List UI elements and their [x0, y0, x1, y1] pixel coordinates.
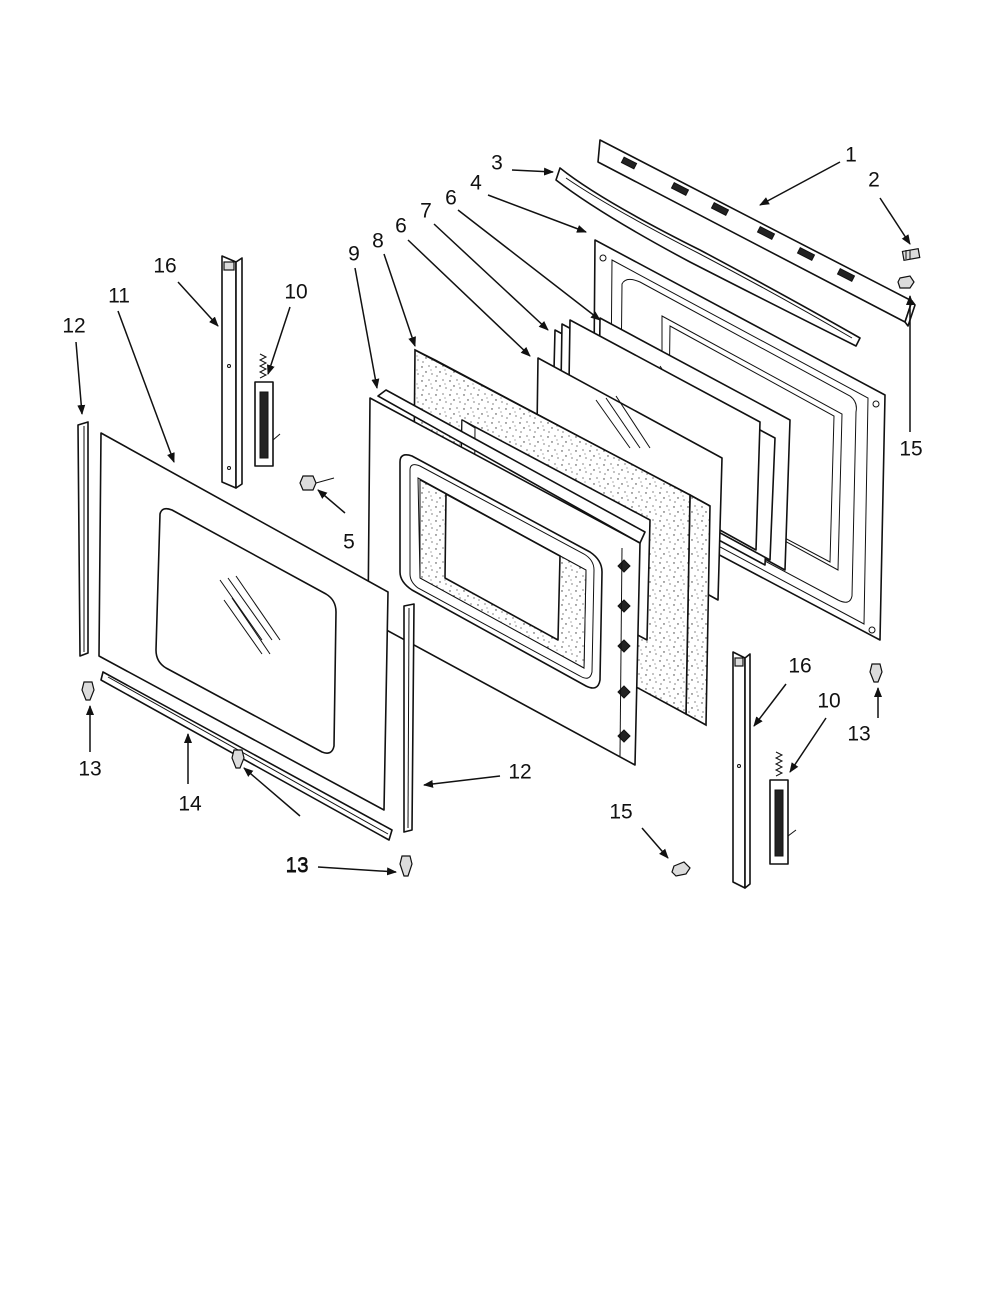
callout-2: 2: [868, 169, 880, 192]
screw-part-13-right: [869, 663, 883, 683]
screw-part-15-lower: [671, 861, 691, 877]
callout-11: 11: [108, 285, 130, 308]
screw-part-13-bottom: [399, 855, 413, 877]
part-9-door-liner: [367, 389, 646, 766]
screw-part-5: [299, 475, 335, 491]
part-10-right-hinge: [769, 751, 797, 865]
callout-15-upper: 15: [899, 438, 922, 461]
part-1-vent-trim: [597, 139, 916, 327]
part-12-left-side-trim: [77, 421, 89, 657]
callout-6-front: 6: [395, 215, 407, 238]
callout-15-lower: 15: [609, 801, 632, 824]
callout-16-right: 16: [788, 655, 811, 678]
screw-part-13-middle: [231, 749, 245, 769]
part-11-outer-door-glass: [98, 432, 389, 811]
part-16-right-hinge-channel: [732, 651, 751, 889]
callout-12-left: 12: [62, 315, 85, 338]
callout-8: 8: [372, 230, 384, 253]
callout-1: 1: [845, 144, 857, 167]
callout-4: 4: [470, 172, 482, 195]
callout-6-rear: 6: [445, 187, 457, 210]
callout-12-right: 12: [508, 761, 531, 784]
callout-16-left: 16: [153, 255, 176, 278]
callout-5: 5: [343, 531, 355, 554]
part-16-left-hinge-channel: [221, 255, 243, 489]
part-3-door-handle: [555, 167, 861, 347]
part-12-right-side-trim: [403, 603, 415, 833]
callout-9: 9: [348, 243, 360, 266]
callout-13-left: 13: [78, 758, 101, 781]
callout-3: 3: [491, 152, 503, 175]
screw-part-15-upper: [897, 275, 915, 289]
callout-10-right: 10: [817, 690, 840, 713]
leader-lines: [75, 161, 914, 876]
callout-10-left: 10: [284, 281, 307, 304]
callout-13-middle: 13: [285, 855, 308, 878]
callout-7: 7: [420, 200, 432, 223]
callout-13-right: 13: [847, 723, 870, 746]
callout-labels: 1 2 3 4 6 7 6 8 9 16 10 11 12 15 5 13 14…: [62, 144, 922, 878]
part-14-bottom-trim: [100, 671, 393, 841]
part-10-left-hinge: [254, 353, 281, 467]
callout-14: 14: [178, 793, 202, 816]
screw-part-13-left: [81, 681, 95, 701]
part-2-screw: [901, 247, 921, 262]
callout-13-bottom: 13: [285, 854, 308, 877]
